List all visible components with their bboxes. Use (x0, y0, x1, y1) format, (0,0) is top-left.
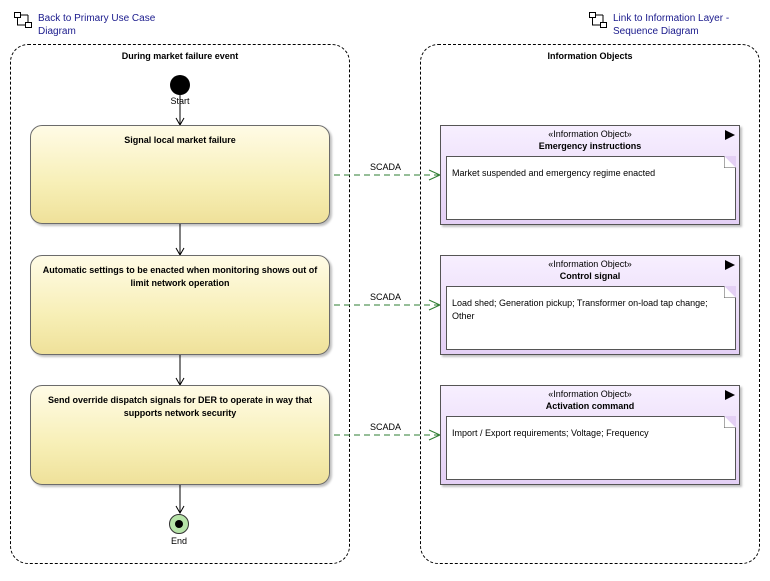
info-object-note: Load shed; Generation pickup; Transforme… (446, 286, 736, 350)
diagram-link-icon (589, 12, 607, 28)
play-triangle-icon (725, 130, 735, 140)
play-triangle-icon (725, 260, 735, 270)
start-node[interactable] (170, 75, 190, 95)
note-fold-icon (724, 156, 736, 168)
info-object-name: Activation command (545, 401, 635, 411)
connector-label: SCADA (370, 162, 402, 172)
action-signal-market-failure[interactable]: Signal local market failure (30, 125, 330, 224)
partition-title: Information Objects (547, 51, 633, 61)
action-send-override-dispatch[interactable]: Send override dispatch signals for DER t… (30, 385, 330, 485)
end-node-inner (175, 520, 183, 528)
partition-market-failure: During market failure event (10, 44, 350, 564)
start-label: Start (170, 96, 190, 106)
info-object-name: Control signal (559, 271, 621, 281)
note-text: Load shed; Generation pickup; Transforme… (452, 298, 708, 321)
end-label: End (170, 536, 187, 546)
end-node[interactable] (169, 514, 189, 534)
info-object-stereotype: «Information Object» (548, 389, 632, 399)
play-triangle-icon (725, 390, 735, 400)
link-to-information-layer-link[interactable]: Link to Information Layer - Sequence Dia… (589, 12, 759, 38)
info-object-note: Import / Export requirements; Voltage; F… (446, 416, 736, 480)
diagram-link-icon (14, 12, 32, 28)
connector-label: SCADA (370, 292, 402, 302)
back-link-label: Back to Primary Use Case Diagram (38, 13, 156, 37)
partition-title: During market failure event (121, 51, 239, 61)
partition-information-objects: Information Objects (420, 44, 760, 564)
info-object-name: Emergency instructions (538, 141, 642, 151)
note-text: Market suspended and emergency regime en… (452, 168, 656, 178)
note-fold-icon (724, 416, 736, 428)
info-object-activation-command[interactable]: «Information Object» Activation command … (440, 385, 740, 485)
note-text: Import / Export requirements; Voltage; F… (452, 428, 649, 438)
info-object-control-signal[interactable]: «Information Object» Control signal Load… (440, 255, 740, 355)
info-object-stereotype: «Information Object» (548, 259, 632, 269)
info-object-stereotype: «Information Object» (548, 129, 632, 139)
action-automatic-settings[interactable]: Automatic settings to be enacted when mo… (30, 255, 330, 355)
forward-link-label: Link to Information Layer - Sequence Dia… (613, 13, 730, 37)
info-object-note: Market suspended and emergency regime en… (446, 156, 736, 220)
note-fold-icon (724, 286, 736, 298)
connector-label: SCADA (370, 422, 402, 432)
back-to-primary-use-case-link[interactable]: Back to Primary Use Case Diagram (14, 12, 174, 38)
info-object-emergency-instructions[interactable]: «Information Object» Emergency instructi… (440, 125, 740, 225)
